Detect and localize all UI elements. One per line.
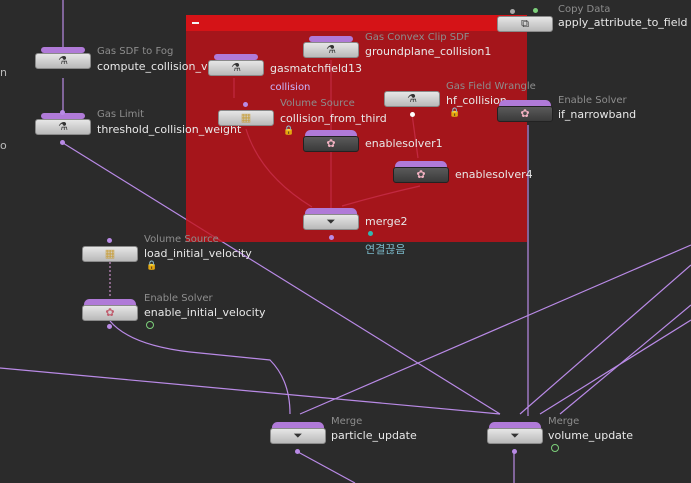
brain-icon: ✿	[416, 168, 426, 181]
node-type-label: Enable Solver	[144, 293, 213, 304]
node-name-label[interactable]: particle_update	[331, 429, 417, 442]
node-name-label[interactable]: collision_from_third	[280, 112, 387, 125]
node-gas-field-wrangle[interactable]: ⚗	[384, 88, 440, 107]
node-name-label[interactable]: apply_attribute_to_field	[558, 16, 688, 29]
input-connector[interactable]	[533, 8, 538, 13]
node-name-label[interactable]: volume_update	[548, 429, 634, 442]
node-gasmatchfield[interactable]: ⚗	[208, 54, 264, 76]
node-type-label: Volume Source	[144, 234, 219, 245]
offscreen-label: o	[0, 139, 7, 152]
node-enable-solver-initial[interactable]: ✿	[82, 299, 138, 321]
node-gas-limit[interactable]: ⚗	[35, 113, 91, 135]
node-flag[interactable]	[489, 422, 541, 429]
node-name-label[interactable]: enablesolver1	[365, 137, 443, 150]
input-connector[interactable]	[60, 110, 65, 115]
node-type-label: Enable Solver	[558, 95, 627, 106]
status-ring-icon	[146, 321, 154, 329]
volume-icon: ▦	[240, 111, 252, 124]
output-connector[interactable]	[295, 449, 300, 454]
minimize-icon[interactable]	[192, 22, 199, 24]
funnel-icon: ⏷	[293, 429, 303, 442]
wire	[519, 264, 691, 415]
flask-icon: ⚗	[58, 54, 68, 67]
input-connector[interactable]	[243, 102, 248, 107]
node-name-label[interactable]: threshold_collision_weight	[97, 123, 242, 136]
wire	[539, 319, 691, 415]
node-flag[interactable]	[305, 208, 357, 215]
output-connector[interactable]	[329, 235, 334, 240]
wire	[297, 451, 356, 483]
group-label: collision	[270, 82, 311, 93]
node-name-label[interactable]: compute_collision_v	[97, 60, 208, 73]
node-name-label[interactable]: hf_collision	[446, 94, 507, 107]
node-flag[interactable]	[395, 161, 447, 168]
node-enablesolver4[interactable]: ✿	[393, 161, 449, 183]
lock-icon: 🔒	[449, 108, 461, 118]
output-connector[interactable]	[107, 324, 112, 329]
node-name-label[interactable]: merge2	[365, 215, 408, 228]
node-flag[interactable]	[214, 54, 258, 60]
wire	[62, 142, 501, 415]
node-merge2[interactable]: ⏷	[303, 208, 359, 230]
network-box-titlebar[interactable]	[186, 15, 527, 31]
output-connector[interactable]	[410, 112, 415, 117]
node-name-label[interactable]: load_initial_velocity	[144, 247, 252, 260]
wire	[559, 304, 691, 415]
node-type-label: Gas SDF to Fog	[97, 46, 174, 57]
node-type-label: Gas Convex Clip SDF	[365, 32, 470, 43]
status-ring-icon	[551, 444, 559, 452]
node-flag[interactable]	[41, 113, 85, 119]
node-flag[interactable]	[305, 130, 357, 137]
node-comment: 연결끊음	[365, 243, 406, 256]
node-flag[interactable]	[309, 36, 353, 42]
flask-icon: ⚗	[58, 120, 68, 133]
node-name-label[interactable]: groundplane_collision1	[365, 45, 492, 58]
node-type-label: Merge	[548, 416, 580, 427]
comment-icon	[368, 231, 373, 236]
wire	[109, 320, 291, 415]
funnel-icon: ⏷	[326, 215, 336, 228]
node-merge-particle-update[interactable]: ⏷	[270, 422, 326, 444]
node-gas-convex-clip[interactable]: ⚗	[303, 36, 359, 58]
lock-icon: 🔒	[146, 261, 158, 271]
lock-icon: 🔒	[283, 126, 295, 136]
input-connector[interactable]	[510, 9, 515, 14]
wire	[299, 244, 691, 415]
node-name-label[interactable]: if_narrowband	[558, 108, 637, 121]
wire	[0, 367, 501, 415]
node-name-label[interactable]: gasmatchfield13	[270, 62, 362, 75]
brain-icon: ✿	[520, 107, 530, 120]
node-enablesolver1[interactable]: ✿	[303, 130, 359, 152]
flask-icon: ⚗	[231, 61, 241, 74]
brain-icon: ✿	[326, 137, 336, 150]
node-gas-sdf-to-fog[interactable]: ⚗	[35, 47, 91, 69]
volume-icon: ▦	[104, 247, 116, 260]
node-name-label[interactable]: enablesolver4	[455, 168, 533, 181]
flask-icon: ⚗	[326, 43, 336, 56]
node-volume-source-third[interactable]: ▦	[218, 107, 274, 126]
node-type-label: Merge	[331, 416, 363, 427]
node-copy-data[interactable]: ⧉	[497, 13, 553, 32]
flask-icon: ⚗	[407, 92, 417, 105]
node-type-label: Copy Data	[558, 4, 611, 15]
offscreen-label: n	[0, 66, 7, 79]
node-name-label[interactable]: enable_initial_velocity	[144, 306, 266, 319]
input-connector[interactable]	[107, 238, 112, 243]
output-connector[interactable]	[60, 140, 65, 145]
copy-icon: ⧉	[521, 17, 529, 30]
node-flag[interactable]	[41, 47, 85, 53]
node-type-label: Gas Limit	[97, 109, 145, 120]
node-type-label: Volume Source	[280, 98, 355, 109]
node-merge-volume-update[interactable]: ⏷	[487, 422, 543, 444]
brain-icon: ✿	[105, 306, 115, 319]
node-enable-solver-narrowband[interactable]: ✿	[497, 100, 553, 122]
node-flag[interactable]	[84, 299, 136, 306]
output-connector[interactable]	[512, 449, 517, 454]
node-flag[interactable]	[272, 422, 324, 429]
node-flag[interactable]	[499, 100, 551, 107]
funnel-icon: ⏷	[510, 429, 520, 442]
node-volume-source-initial[interactable]: ▦	[82, 243, 138, 262]
node-type-label: Gas Field Wrangle	[446, 81, 536, 92]
